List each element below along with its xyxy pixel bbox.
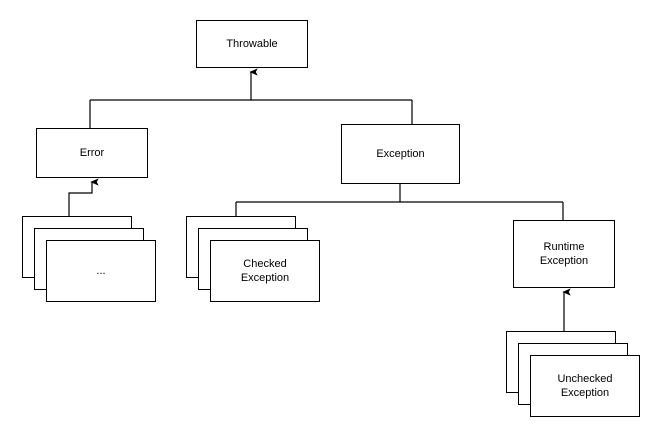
stack-layer-front[interactable]: Checked Exception — [210, 240, 320, 302]
node-checked-exception-stack[interactable]: Checked Exception — [186, 216, 320, 302]
node-throwable[interactable]: Throwable — [196, 20, 308, 68]
node-runtime-exception[interactable]: Runtime Exception — [513, 220, 615, 288]
edge-error-subclasses-to-error — [68, 178, 99, 216]
node-error-label: Error — [79, 147, 105, 159]
node-unchecked-exception-stack[interactable]: Unchecked Exception — [506, 331, 640, 417]
node-exception[interactable]: Exception — [341, 124, 460, 184]
node-error[interactable]: Error — [36, 128, 148, 178]
stack-layer-front[interactable]: ... — [46, 240, 156, 302]
node-exception-label: Exception — [376, 148, 425, 160]
node-runtime-exception-label: Runtime Exception — [539, 241, 589, 267]
edge-exception-to-children — [235, 184, 564, 220]
edge-to-throwable — [89, 68, 413, 128]
stack-layer-front[interactable]: Unchecked Exception — [530, 355, 640, 417]
node-unchecked-exception-label: Unchecked Exception — [557, 373, 613, 399]
node-throwable-label: Throwable — [226, 38, 278, 50]
node-checked-exception-label: Checked Exception — [240, 258, 290, 284]
node-error-subclasses-stack[interactable]: ... — [22, 216, 156, 302]
node-error-subclasses-label: ... — [96, 265, 106, 277]
